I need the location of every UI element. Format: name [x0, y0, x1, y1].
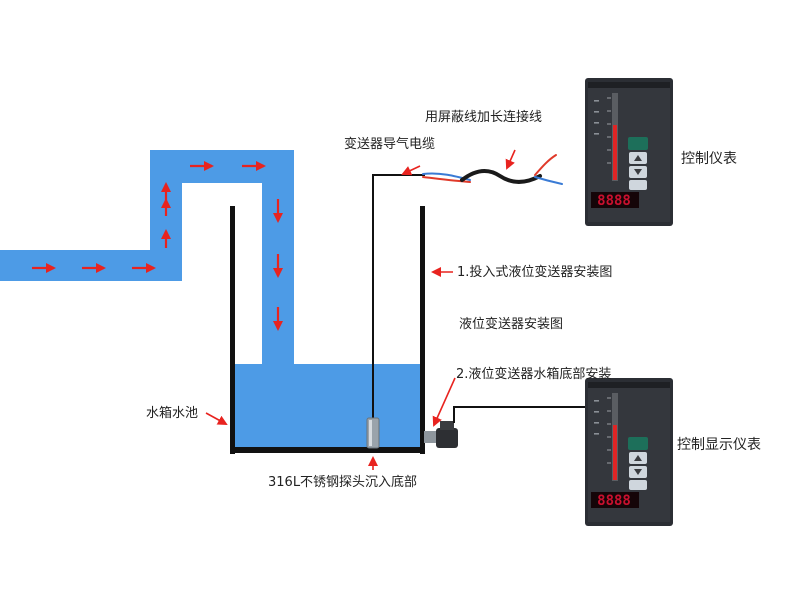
controller-top-display: 8888	[597, 193, 631, 209]
controller-meter-top: 8888	[585, 78, 673, 226]
label-transmitter-cable: 变送器导气电缆	[344, 137, 436, 152]
label-install-title: 液位变送器安装图	[459, 317, 564, 332]
label-shielded-cable: 用屏蔽线加长连接线	[425, 110, 543, 125]
bottom-transmitter	[424, 421, 458, 448]
pointer-arrows	[205, 149, 516, 470]
controller-meter-bottom: 8888	[585, 378, 673, 526]
shielded-cable	[422, 154, 563, 185]
pointer-arrow-cable	[401, 165, 421, 176]
pointer-arrow-tank	[205, 412, 228, 425]
flow-arrows	[32, 161, 283, 331]
controller-bottom-display: 8888	[597, 493, 631, 509]
tank-walls	[230, 206, 425, 454]
probe-sensor	[366, 417, 380, 449]
water-pipe	[0, 150, 294, 365]
label-controller-top: 控制仪表	[681, 151, 737, 167]
pointer-arrow-shielded	[505, 149, 516, 170]
label-controller-bottom: 控制显示仪表	[677, 437, 761, 453]
bottom-transmitter-cable	[453, 406, 595, 423]
label-install-1: 1.投入式液位变送器安装图	[457, 265, 613, 280]
label-install-2: 2.液位变送器水箱底部安装	[456, 367, 612, 382]
tank-water	[234, 364, 422, 449]
label-tank: 水箱水池	[146, 406, 199, 421]
pointer-arrow-install-2	[432, 377, 456, 427]
label-probe: 316L不锈钢探头沉入底部	[268, 475, 418, 490]
